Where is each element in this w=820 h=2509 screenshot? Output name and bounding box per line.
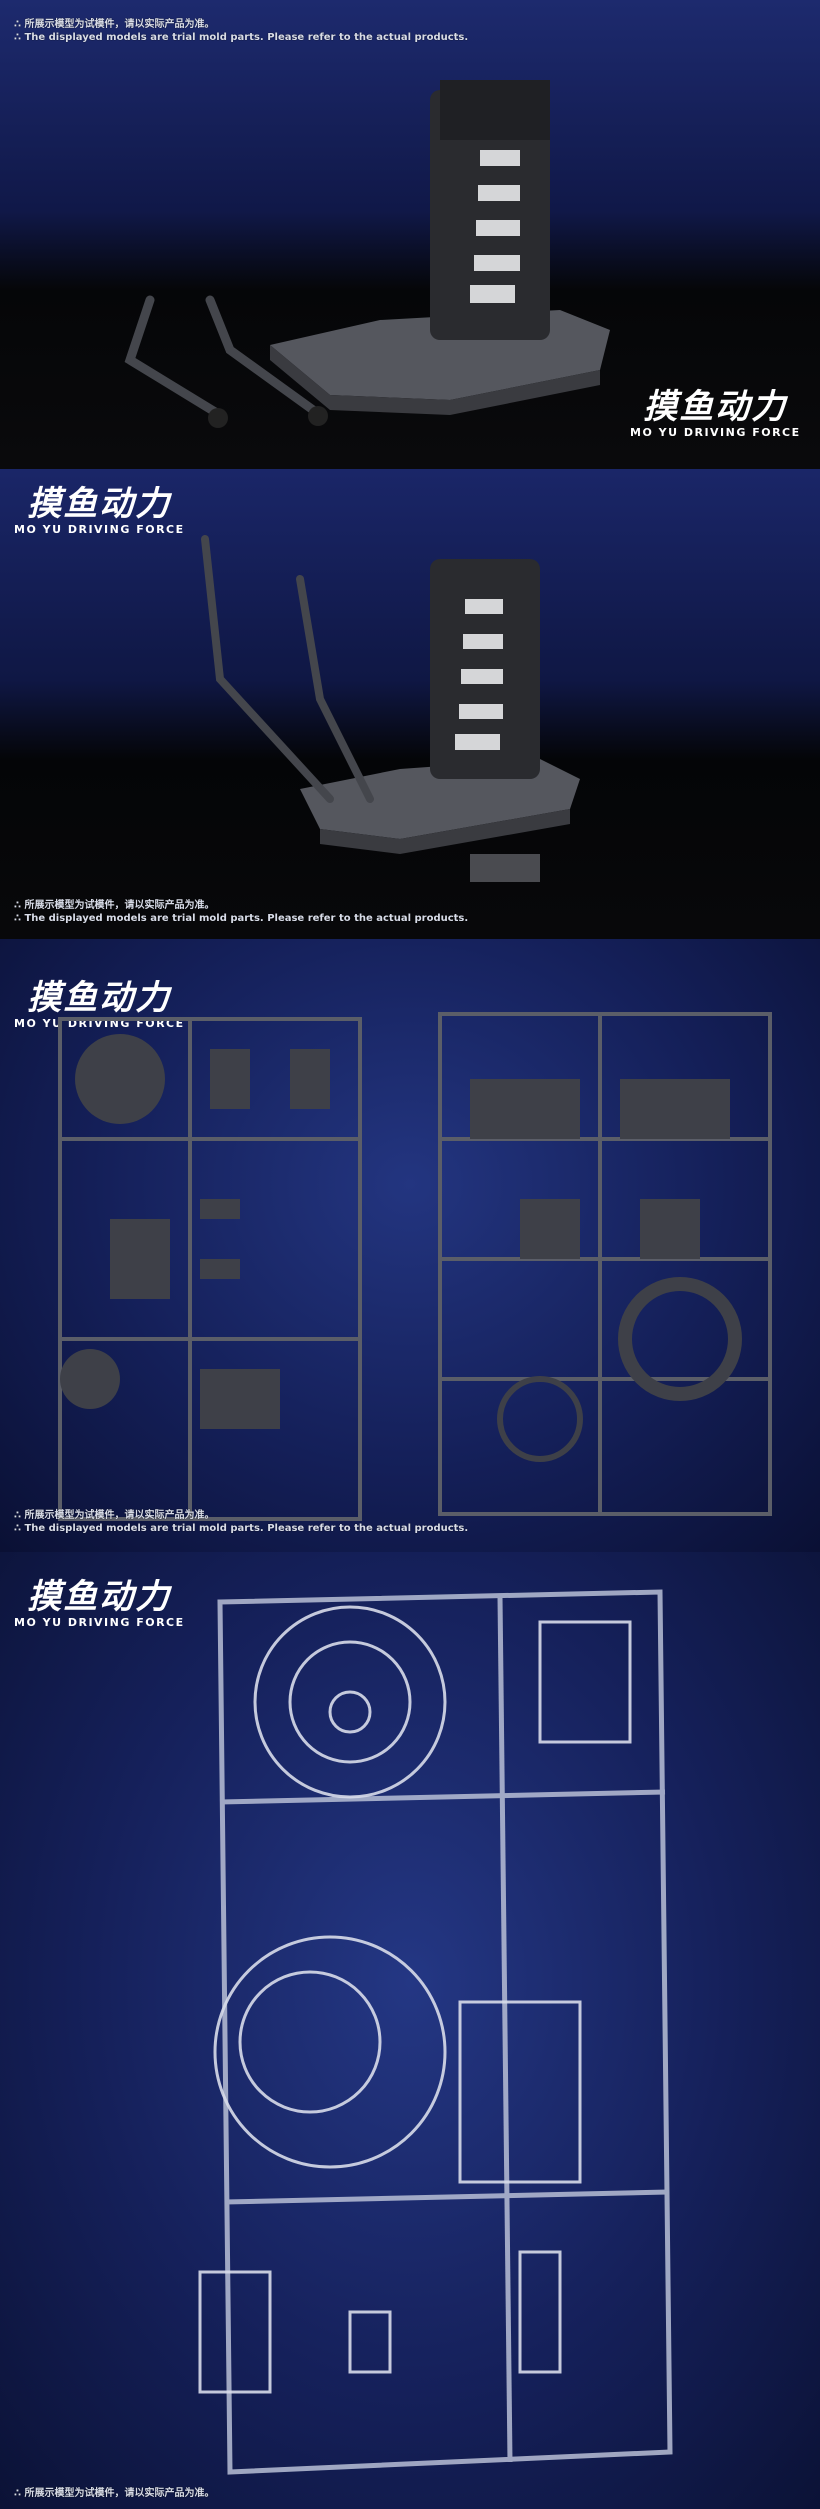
disclaimer-caption: ∴ 所展示模型为试模件，请以实际产品为准。 ∴ The displayed mo… [14,18,468,44]
disclaimer-cn: ∴ 所展示模型为试模件，请以实际产品为准。 [14,1510,215,1521]
brand-logo: 摸鱼动力 MO YU DRIVING FORCE [630,388,801,439]
disclaimer-en: ∴ The displayed models are trial mold pa… [14,913,469,924]
disclaimer-en: ∴ The displayed models are trial mold pa… [14,32,469,43]
display-stand-illustration [124,80,610,428]
product-photo-stand-with-arms: 摸鱼动力 MO YU DRIVING FORCE ∴ 所展示模型为试模件，请以实… [0,469,820,939]
product-photo-gray-runners: 摸鱼动力 MO YU DRIVING FORCE ∴ 所展示模型为试模件，请以实… [0,939,820,1552]
product-photo-stand-assembled: ∴ 所展示模型为试模件，请以实际产品为准。 ∴ The displayed mo… [0,0,820,469]
disclaimer-cn: ∴ 所展示模型为试模件，请以实际产品为准。 [14,2488,215,2499]
brand-logo: 摸鱼动力 MO YU DRIVING FORCE [14,979,185,1030]
brand-logo-cn: 摸鱼动力 [27,978,172,1018]
brand-logo: 摸鱼动力 MO YU DRIVING FORCE [14,1578,185,1629]
brand-logo-cn: 摸鱼动力 [27,1577,172,1617]
brand-logo-en: MO YU DRIVING FORCE [630,426,801,439]
brand-logo-en: MO YU DRIVING FORCE [14,523,185,536]
disclaimer-en: ∴ The displayed models are trial mold pa… [14,1523,469,1534]
disclaimer-cn: ∴ 所展示模型为试模件，请以实际产品为准。 [14,900,215,911]
brand-logo-cn: 摸鱼动力 [643,387,788,427]
disclaimer-cn: ∴ 所展示模型为试模件，请以实际产品为准。 [14,19,215,30]
brand-logo-en: MO YU DRIVING FORCE [14,1616,185,1629]
product-photo-clear-runner: 摸鱼动力 MO YU DRIVING FORCE ∴ 所展示模型为试模件，请以实… [0,1552,820,2509]
display-stand-illustration [201,535,580,882]
clear-runner-illustration [198,1589,673,2475]
disclaimer-caption: ∴ 所展示模型为试模件，请以实际产品为准。 [14,2487,214,2500]
disclaimer-caption: ∴ 所展示模型为试模件，请以实际产品为准。 ∴ The displayed mo… [14,1509,468,1535]
brand-logo: 摸鱼动力 MO YU DRIVING FORCE [14,485,185,536]
disclaimer-caption: ∴ 所展示模型为试模件，请以实际产品为准。 ∴ The displayed mo… [14,899,468,925]
brand-logo-cn: 摸鱼动力 [27,484,172,524]
runner-sprues-illustration [58,1012,772,1521]
